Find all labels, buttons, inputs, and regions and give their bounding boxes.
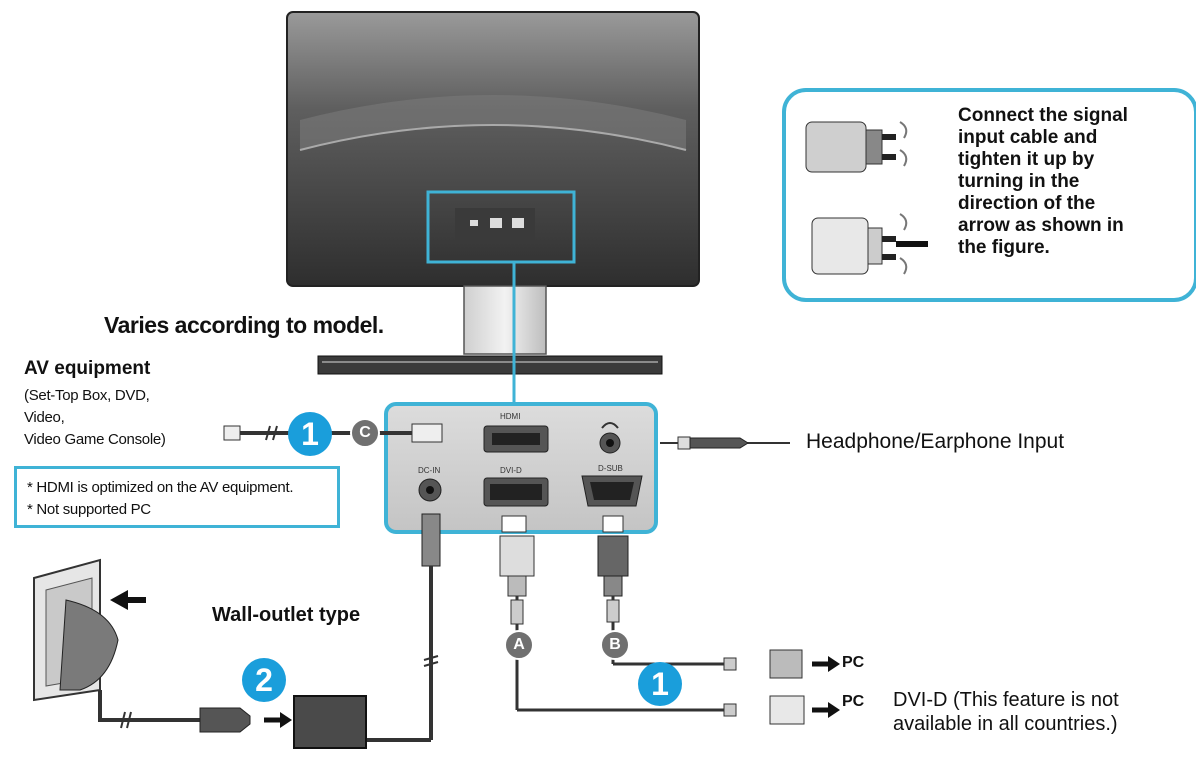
port-panel (384, 402, 658, 534)
pc-label-dvi: PC (842, 693, 865, 710)
dc-cable (293, 513, 441, 749)
dvi-note-line: DVI-D (This feature is not (893, 689, 1119, 711)
badge-a: A (504, 630, 534, 660)
rgb-port-label: D-SUB (598, 464, 623, 473)
dvi-note-line: available in all countries.) (893, 713, 1118, 735)
dvi-note: DVI-D (This feature is not available in … (893, 688, 1119, 736)
av-equipment-list: (Set-Top Box, DVD, Video, Video Game Con… (24, 385, 166, 451)
tip-box (782, 88, 1196, 302)
monitor-stand (317, 285, 663, 375)
step1-badge-pc: 1 (638, 662, 682, 706)
tip-text: Connect the signal input cable and tight… (958, 105, 1163, 259)
step1-badge-hdmi: 1 (288, 412, 332, 456)
tip-line: turning in the (958, 171, 1080, 192)
model-note: Varies according to model. (104, 312, 384, 338)
av-list-line: Video, (24, 409, 65, 426)
av-equipment-title: AV equipment (24, 358, 151, 379)
av-list-line: (Set-Top Box, DVD, (24, 387, 150, 404)
av-list-line: Video Game Console) (24, 431, 166, 448)
dc-port-label: DC-IN (418, 466, 441, 475)
step2-badge: 2 (242, 658, 286, 702)
hdmi-note-box: * HDMI is optimized on the AV equipment.… (14, 466, 340, 528)
tip-line: the figure. (958, 237, 1050, 258)
tip-line: direction of the (958, 193, 1096, 214)
pc-label-vga: PC (842, 654, 865, 671)
tip-line: input cable and (958, 127, 1098, 148)
dvi-cable (499, 515, 840, 725)
vga-cable (597, 515, 840, 679)
badge-c: C (350, 418, 380, 448)
headphone-label: Headphone/Earphone Input (806, 430, 1065, 453)
monitor-back (286, 11, 700, 287)
headphone-cable (660, 436, 790, 450)
badge-b: B (600, 630, 630, 660)
tip-line: tighten it up by (958, 149, 1095, 170)
tip-line: Connect the signal (958, 105, 1128, 126)
dvi-port-label: DVI-D (500, 466, 522, 475)
wall-outlet-label: Wall-outlet type (212, 604, 361, 626)
tip-line: arrow as shown in (958, 215, 1124, 236)
hdmi-note-line: * Not supported PC (27, 501, 151, 518)
wall-outlet (33, 558, 146, 702)
power-cable (98, 690, 292, 733)
hdmi-port-label: HDMI (500, 412, 521, 421)
hdmi-note-line: * HDMI is optimized on the AV equipment. (27, 479, 294, 496)
